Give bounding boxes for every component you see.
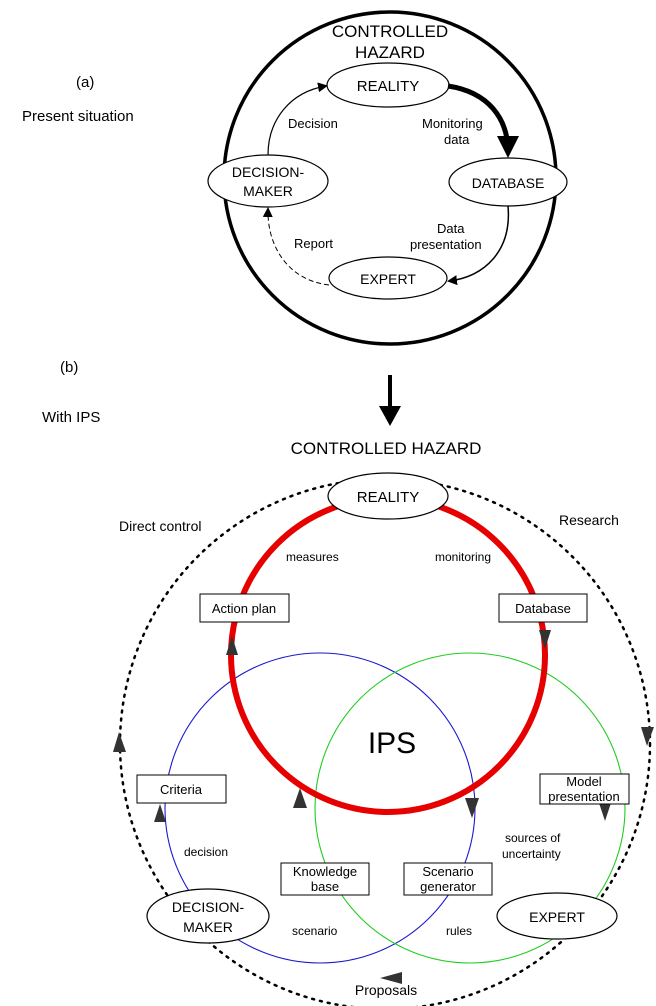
arrow-down-right-dotted-icon	[641, 727, 654, 746]
green-ring	[314, 652, 626, 964]
panel-a-node-reality: REALITY	[326, 62, 450, 108]
panel-a-label-report: Report	[294, 236, 333, 251]
panel-b-label: (b)	[60, 359, 78, 376]
svg-text:Action plan: Action plan	[212, 601, 276, 616]
arrow-up-knowledge-icon	[293, 788, 307, 808]
panel-a-edge-data-presentation	[447, 205, 510, 286]
box-model-presentation: Model presentation	[539, 773, 630, 805]
panel-a-label-data: Data	[437, 221, 465, 236]
panel-a-label: (a)	[76, 74, 94, 91]
panel-a-label-presentation: presentation	[410, 237, 482, 252]
panel-b-title: CONTROLLED HAZARD	[291, 439, 482, 458]
label-monitoring: monitoring	[435, 550, 491, 564]
svg-text:DATABASE: DATABASE	[472, 175, 545, 191]
box-database: Database	[498, 593, 588, 623]
label-sources-1: sources of	[505, 831, 561, 845]
svg-text:DECISION-: DECISION-	[232, 164, 305, 180]
svg-text:presentation: presentation	[548, 789, 620, 804]
panel-a-node-database: DATABASE	[448, 157, 568, 207]
panel-a-node-decision-maker: DECISION- MAKER	[207, 154, 329, 208]
ips-label: IPS	[368, 727, 416, 760]
box-knowledge-base: Knowledge base	[280, 862, 370, 896]
svg-text:Database: Database	[515, 601, 571, 616]
panel-a-title-line1: CONTROLLED	[332, 22, 448, 41]
panel-a-label-monitoring-1: Monitoring	[422, 116, 483, 131]
arrow-up-action-plan-icon	[226, 636, 238, 655]
panel-a-caption: Present situation	[22, 108, 134, 125]
panel-a-title-line2: HAZARD	[355, 43, 425, 62]
box-action-plan: Action plan	[199, 593, 290, 623]
panel-b-caption: With IPS	[42, 409, 100, 426]
panel-b-node-decision-maker: DECISION- MAKER	[146, 888, 270, 944]
box-scenario-generator: Scenario generator	[403, 862, 493, 896]
panel-b-node-reality: REALITY	[327, 472, 449, 520]
label-decision: decision	[184, 845, 228, 859]
panel-a-edge-report	[262, 207, 330, 286]
svg-text:base: base	[311, 879, 339, 894]
label-proposals: Proposals	[355, 982, 417, 998]
arrow-up-criteria-icon	[154, 804, 166, 822]
arrow-down-scenario-icon	[465, 798, 479, 818]
panel-b: CONTROLLED HAZARD REALITY DECISION- MAKE…	[113, 439, 654, 1006]
svg-text:Knowledge: Knowledge	[293, 864, 357, 879]
panel-b-node-expert: EXPERT	[496, 892, 618, 940]
svg-text:EXPERT: EXPERT	[529, 909, 585, 925]
label-scenario: scenario	[292, 924, 338, 938]
arrow-up-left-dotted-icon	[113, 732, 126, 752]
svg-text:Model: Model	[566, 774, 602, 789]
panel-a: (a) Present situation CONTROLLED HAZARD …	[22, 10, 568, 346]
panel-a-label-decision: Decision	[288, 116, 338, 131]
svg-text:REALITY: REALITY	[357, 489, 420, 506]
box-criteria: Criteria	[136, 774, 227, 804]
panel-a-edge-decision	[267, 82, 328, 156]
svg-text:DECISION-: DECISION-	[172, 899, 245, 915]
label-research: Research	[559, 512, 619, 528]
svg-text:MAKER: MAKER	[243, 183, 293, 199]
down-arrow-icon	[379, 375, 401, 426]
panel-a-node-expert: EXPERT	[328, 256, 448, 300]
svg-text:REALITY: REALITY	[357, 78, 420, 95]
panel-a-label-monitoring-2: data	[444, 132, 470, 147]
arrow-down-model-icon	[599, 803, 611, 821]
svg-text:Criteria: Criteria	[160, 782, 203, 797]
svg-text:MAKER: MAKER	[183, 919, 233, 935]
svg-text:Scenario: Scenario	[422, 864, 473, 879]
svg-text:generator: generator	[420, 879, 476, 894]
arrow-down-database-icon	[539, 630, 551, 649]
label-rules: rules	[446, 924, 472, 938]
label-sources-2: uncertainty	[502, 847, 561, 861]
label-measures: measures	[286, 550, 339, 564]
panel-a-edge-monitoring	[447, 83, 519, 158]
label-direct-control: Direct control	[119, 518, 201, 534]
arrow-left-proposals-icon	[380, 972, 402, 984]
svg-text:EXPERT: EXPERT	[360, 271, 416, 287]
